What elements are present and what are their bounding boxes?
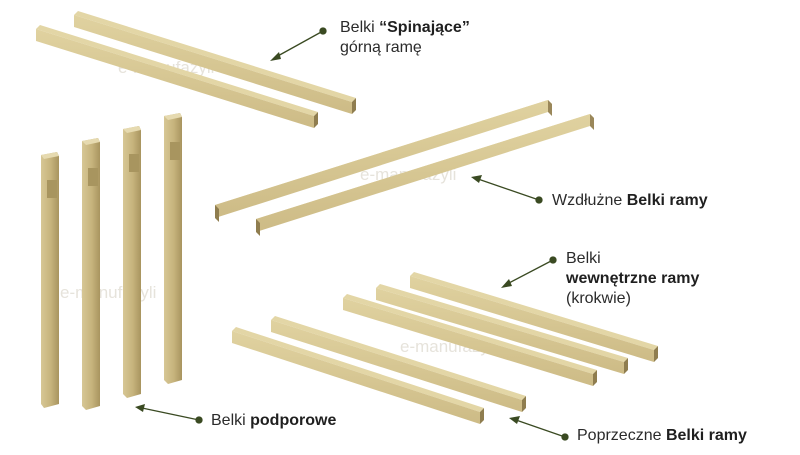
- leader-wewnetrzne: [501, 256, 557, 288]
- beam: [256, 114, 594, 236]
- post: [123, 126, 141, 398]
- label-poprzeczne-bold: Belki ramy: [665, 427, 747, 444]
- label-wewnetrzne-line1: Belki: [566, 250, 601, 267]
- beam: [74, 11, 356, 114]
- watermark-text: e-manufazyli: [60, 283, 156, 302]
- leader-spinajace: [270, 27, 327, 61]
- beam: [271, 316, 526, 412]
- beams-podporowe: [41, 113, 182, 410]
- leader-podporowe: [135, 404, 203, 424]
- beams-spinajace: [36, 11, 356, 128]
- label-poprzeczne-prefix: Poprzeczne: [577, 427, 666, 444]
- label-wewnetrzne-line3: (krokwie): [566, 290, 631, 307]
- leader-lines: [135, 27, 569, 441]
- beam: [215, 100, 552, 222]
- post: [164, 113, 182, 384]
- label-spinajace-line2: górną ramę: [340, 39, 422, 56]
- label-wewnetrzne-bold: wewnętrzne ramy: [566, 270, 700, 287]
- label-spinajace-prefix: Belki: [340, 19, 380, 36]
- beam: [343, 294, 597, 386]
- leader-wzdluzne: [471, 175, 543, 204]
- label-wewnetrzne: Belki wewnętrzne ramy (krokwie): [566, 249, 699, 309]
- label-podporowe-bold: podporowe: [250, 412, 337, 429]
- label-podporowe-prefix: Belki: [211, 412, 251, 429]
- beam: [232, 327, 484, 424]
- post: [41, 152, 59, 408]
- label-spinajace-bold: “Spinające”: [379, 19, 470, 36]
- label-spinajace: Belki “Spinające” górną ramę: [340, 18, 470, 58]
- beam: [376, 284, 628, 374]
- label-wzdluzne-bold: Belki ramy: [626, 192, 708, 209]
- beam: [410, 272, 658, 362]
- label-poprzeczne: Poprzeczne Belki ramy: [577, 426, 747, 446]
- label-wzdluzne-prefix: Wzdłużne: [552, 192, 627, 209]
- beam: [36, 25, 318, 128]
- beams-poprzeczne: [232, 316, 526, 424]
- beams-wzdluzne: [215, 100, 594, 236]
- beams-wewnetrzne: [343, 272, 658, 386]
- label-wzdluzne: Wzdłużne Belki ramy: [552, 191, 708, 211]
- leader-poprzeczne: [509, 416, 569, 441]
- post: [82, 138, 100, 410]
- label-podporowe: Belki podporowe: [211, 411, 336, 431]
